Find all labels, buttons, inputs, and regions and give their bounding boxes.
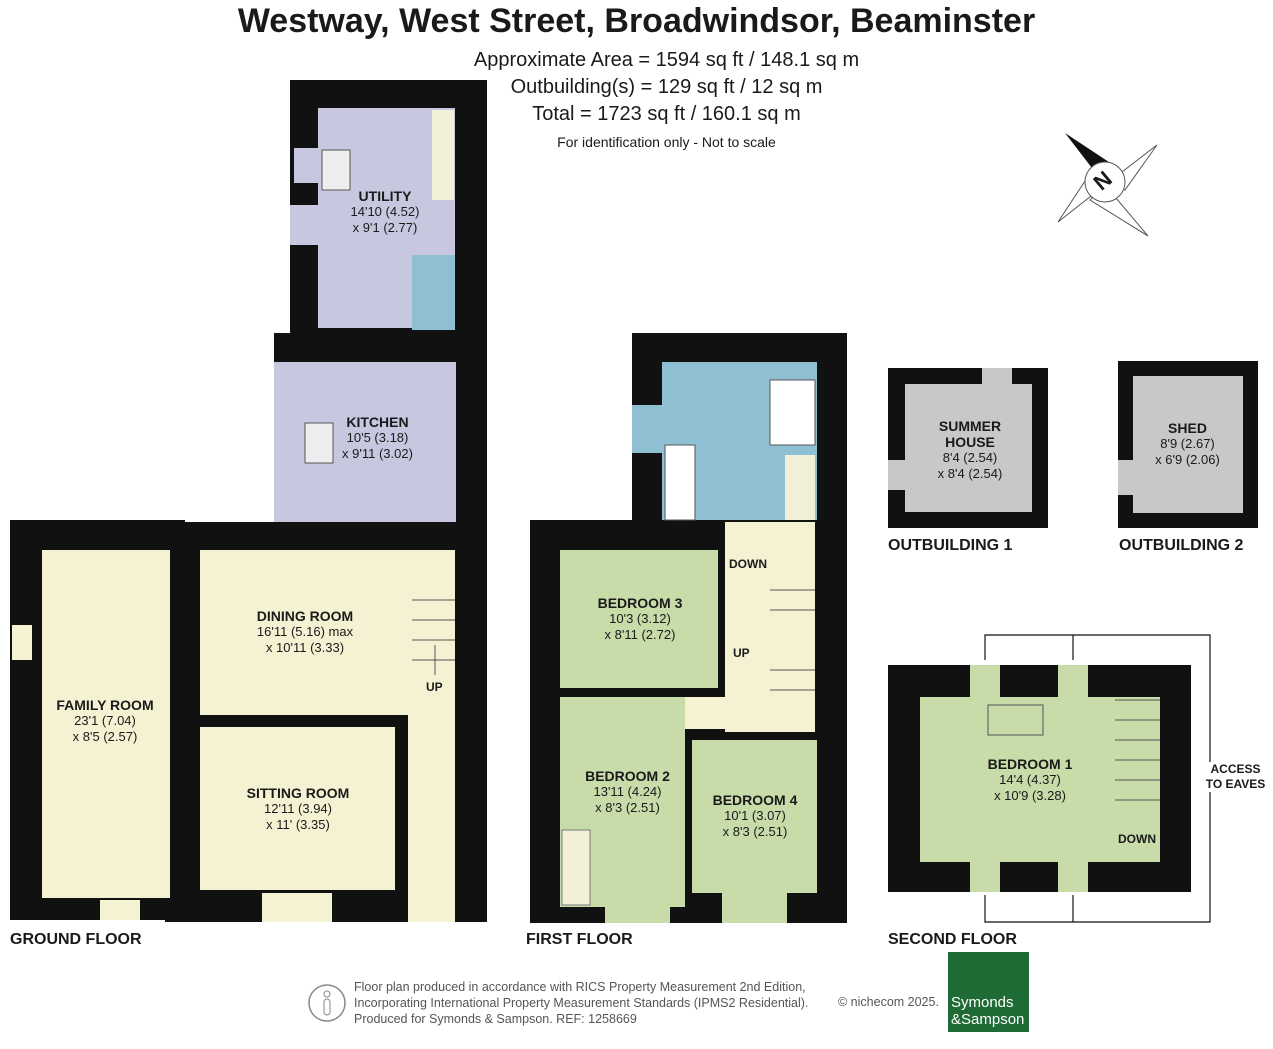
room-name: DINING ROOM: [256, 608, 354, 624]
room-dining: DINING ROOM 16'11 (5.16) max x 10'11 (3.…: [225, 608, 385, 656]
room-dimension: 10'3 (3.12): [609, 611, 671, 626]
ground-floor-label: GROUND FLOOR: [10, 931, 142, 948]
room-dimension: x 8'3 (2.51): [722, 824, 788, 839]
first-floor-label: FIRST FLOOR: [526, 931, 633, 948]
eaves-access-line: ACCESS: [1210, 762, 1261, 776]
room-family: FAMILY ROOM 23'1 (7.04) x 8'5 (2.57): [40, 697, 170, 745]
room-utility: UTILITY 14'10 (4.52) x 9'1 (2.77): [320, 188, 450, 236]
room-dimension: x 10'9 (3.28): [994, 788, 1066, 803]
room-bedroom-2: BEDROOM 2 13'11 (4.24) x 8'3 (2.51): [565, 768, 690, 816]
room-dimension: x 8'11 (2.72): [604, 627, 676, 642]
room-bedroom-1: BEDROOM 1 14'4 (4.37) x 10'9 (3.28): [965, 756, 1095, 804]
room-summer-house: SUMMER HOUSE 8'4 (2.54) x 8'4 (2.54): [915, 418, 1025, 482]
copyright-text: © nichecom 2025.: [838, 995, 939, 1009]
room-dimension: 8'4 (2.54): [942, 450, 998, 465]
brand-name: Symonds: [951, 994, 1014, 1011]
area-summary: Approximate Area = 1594 sq ft / 148.1 sq…: [473, 49, 860, 71]
room-dimension: 10'1 (3.07): [724, 808, 786, 823]
room-dimension: x 8'5 (2.57): [72, 729, 138, 744]
room-dimension: 8'9 (2.67): [1160, 436, 1215, 451]
stairs-down-label: DOWN: [1118, 832, 1156, 846]
scale-note: For identification only - Not to scale: [557, 134, 776, 150]
outbuilding-2-label: OUTBUILDING 2: [1119, 537, 1244, 554]
ground-floor-plan: [10, 80, 487, 922]
room-bedroom-3: BEDROOM 3 10'3 (3.12) x 8'11 (2.72): [570, 595, 710, 643]
room-dimension: x 10'11 (3.33): [265, 640, 345, 655]
room-dimension: x 11' (3.35): [266, 817, 330, 832]
room-shed: SHED 8'9 (2.67) x 6'9 (2.06): [1135, 420, 1240, 468]
room-name: SITTING ROOM: [246, 785, 350, 801]
second-floor-label: SECOND FLOOR: [888, 931, 1017, 948]
room-dimension: 14'10 (4.52): [350, 204, 420, 219]
room-kitchen: KITCHEN 10'5 (3.18) x 9'11 (3.02): [310, 414, 445, 462]
second-floor-plan: [888, 634, 1211, 923]
room-name: HOUSE: [945, 434, 995, 450]
eaves-access-label: ACCESS TO EAVES: [1198, 762, 1273, 792]
page-title: Westway, West Street, Broadwindsor, Beam…: [237, 2, 1036, 40]
eaves-access-line: TO EAVES: [1205, 777, 1266, 791]
room-dimension: 13'11 (4.24): [593, 784, 662, 799]
room-name: FAMILY ROOM: [56, 697, 154, 713]
room-name: BEDROOM 3: [597, 595, 683, 611]
room-dimension: x 8'3 (2.51): [595, 800, 660, 815]
stairs-down-label: DOWN: [729, 557, 767, 571]
stairs-up-label: UP: [426, 680, 443, 694]
room-name: BEDROOM 1: [987, 756, 1073, 772]
room-dimension: 23'1 (7.04): [74, 713, 136, 728]
outbuilding-1-label: OUTBUILDING 1: [888, 537, 1013, 554]
room-dimension: 14'4 (4.37): [999, 772, 1061, 787]
outbuilding-summary: Outbuilding(s) = 129 sq ft / 12 sq m: [510, 76, 823, 98]
footer-disclaimer: Floor plan produced in accordance with R…: [354, 979, 808, 1027]
room-name: UTILITY: [358, 188, 412, 204]
room-dimension: x 9'11 (3.02): [342, 446, 413, 461]
room-name: SUMMER: [938, 418, 1002, 434]
room-dimension: 16'11 (5.16) max: [256, 624, 354, 639]
room-dimension: 10'5 (3.18): [346, 430, 409, 445]
first-floor-plan: [530, 333, 847, 923]
room-dimension: 12'11 (3.94): [263, 801, 332, 816]
total-summary: Total = 1723 sq ft / 160.1 sq m: [532, 103, 801, 125]
room-dimension: x 8'4 (2.54): [937, 466, 1003, 481]
stairs-up-label: UP: [733, 646, 750, 660]
footer-line: Floor plan produced in accordance with R…: [354, 980, 806, 994]
room-bedroom-4: BEDROOM 4 10'1 (3.07) x 8'3 (2.51): [695, 792, 815, 840]
room-dimension: x 6'9 (2.06): [1155, 452, 1220, 467]
brand-name: &Sampson: [951, 1011, 1025, 1028]
outbuilding-plans: [888, 361, 1258, 528]
brand-logo: Symonds &Sampson: [948, 952, 1029, 1032]
footer-line: Incorporating International Property Mea…: [354, 996, 809, 1010]
room-sitting: SITTING ROOM 12'11 (3.94) x 11' (3.35): [228, 785, 368, 833]
compass-icon: [1057, 133, 1158, 237]
room-name: BEDROOM 4: [712, 792, 798, 808]
room-name: SHED: [1168, 420, 1207, 436]
room-name: KITCHEN: [346, 414, 409, 430]
room-name: BEDROOM 2: [585, 768, 670, 784]
person-icon: [308, 984, 346, 1022]
room-dimension: x 9'1 (2.77): [352, 220, 418, 235]
footer-line: Produced for Symonds & Sampson. REF: 125…: [354, 1012, 637, 1026]
